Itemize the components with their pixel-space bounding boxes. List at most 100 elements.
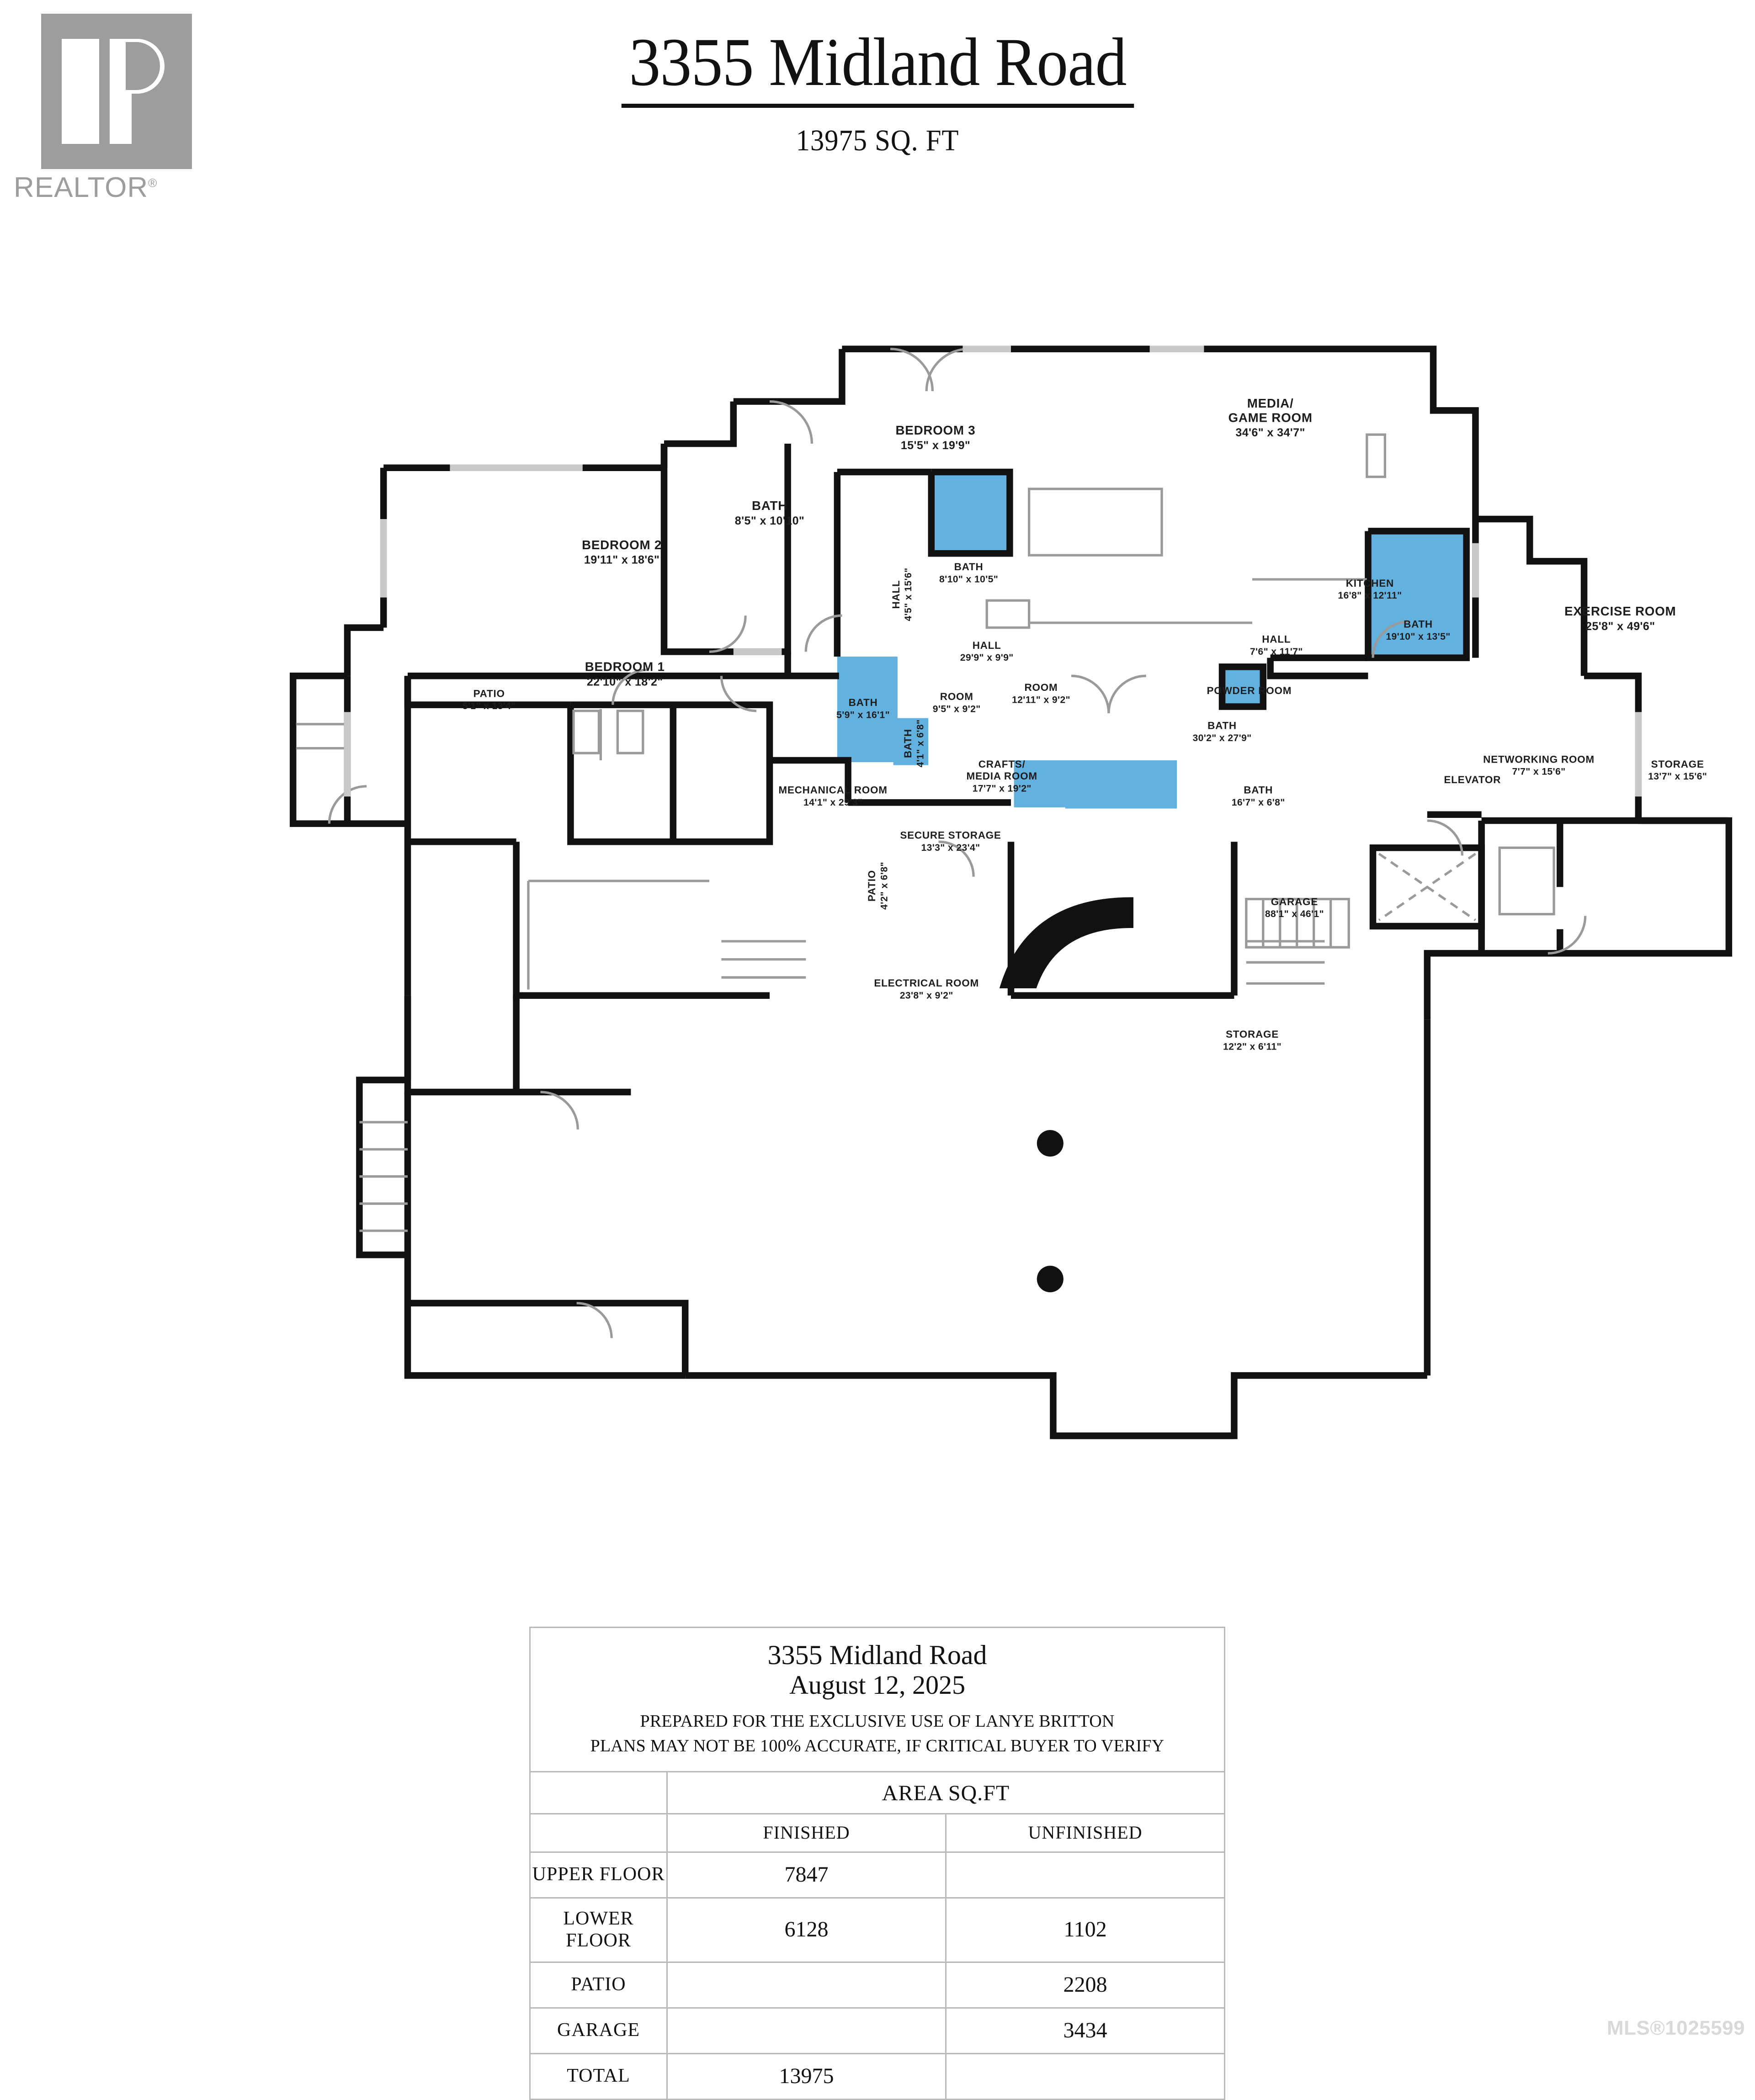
row-unfinished-total [945, 2052, 1225, 2100]
room-dimensions: 14'1" x 29'3" [803, 797, 862, 808]
door-swings [328, 348, 1587, 1338]
wet-room-fills [837, 472, 1467, 809]
room-name: STORAGE [1226, 1029, 1279, 1040]
room-name: CRAFTS/ [979, 758, 1026, 770]
registered-trademark-icon: ® [148, 176, 158, 190]
row-finished-garage [666, 2007, 947, 2054]
room-name: BATH [954, 561, 984, 573]
garage-columns [1037, 1130, 1064, 1293]
room-label-bedroom-2: BEDROOM 219'11" x 18'6" [582, 538, 661, 567]
row-unfinished-lower-floor: 1102 [945, 1897, 1225, 1963]
staircase [1245, 897, 1350, 949]
room-name: KITCHEN [1346, 578, 1394, 589]
table-row: TOTAL 13975 [529, 2052, 1225, 2100]
table-row-area-header: AREA SQ.FT [529, 1771, 1225, 1814]
room-dimensions: 5'9" x 16'1" [836, 710, 890, 721]
room-dimensions: 34'6" x 34'7" [1235, 426, 1305, 439]
room-label-media-game-room: MEDIA/GAME ROOM 34'6" x 34'7" [1228, 396, 1312, 439]
realtor-logo: REALTOR® [14, 14, 197, 224]
room-name: EXERCISE ROOM [1564, 604, 1676, 618]
room-name: BATH [849, 697, 878, 708]
room-dimensions: 22'10" x 18'2" [587, 675, 663, 688]
room-dimensions: 4'2" x 6'8" [879, 862, 889, 910]
row-label-garage: GARAGE [529, 2007, 668, 2054]
row-unfinished-patio: 2208 [945, 1961, 1225, 2009]
wall-lines [289, 345, 1733, 1439]
room-dimensions: 17'7" x 19'2" [973, 784, 1032, 794]
realtor-wordmark-text: REALTOR [14, 172, 149, 203]
room-label-exercise-room: EXERCISE ROOM 25'8" x 49'6" [1564, 604, 1676, 633]
column-header-finished: FINISHED [666, 1813, 947, 1853]
room-name: PATIO [473, 688, 505, 699]
room-name: HALL [1262, 634, 1291, 645]
room-dimensions: 13'7" x 15'6" [1648, 771, 1707, 782]
room-name: MEDIA/ [1247, 396, 1294, 410]
room-dimensions: 5'1" x 13'4" [463, 701, 516, 711]
summary-table: 3355 Midland Road August 12, 2025 PREPAR… [529, 1627, 1225, 2100]
table-row-header: 3355 Midland Road August 12, 2025 PREPAR… [529, 1627, 1225, 1772]
room-label-powder-room: POWDER ROOM [1207, 685, 1292, 696]
row-label-total: TOTAL [529, 2052, 668, 2100]
room-name: MECHANICAL ROOM [778, 785, 887, 796]
room-dimensions: 16'7" x 6'8" [1232, 797, 1285, 808]
table-note-2: PLANS MAY NOT BE 100% ACCURATE, IF CRITI… [590, 1736, 1165, 1755]
room-label-bedroom-1: BEDROOM 122'10" x 18'2" [585, 660, 665, 689]
room-name: PATIO [866, 870, 878, 902]
row-finished-total: 13975 [666, 2052, 947, 2100]
room-name: ELEVATOR [1444, 774, 1501, 785]
room-label-elevator: ELEVATOR [1444, 774, 1501, 785]
realtor-wordmark: REALTOR® [14, 171, 197, 204]
room-name: GARAGE [1271, 896, 1318, 907]
room-dimensions: 7'7" x 15'6" [1512, 767, 1566, 777]
row-unfinished-upper-floor [945, 1851, 1225, 1898]
room-name: BEDROOM 3 [896, 423, 976, 437]
room-name: BATH [1207, 720, 1237, 731]
table-row-columns: FINISHED UNFINISHED [529, 1813, 1225, 1853]
room-name: BEDROOM 1 [585, 660, 665, 674]
page-header: REALTOR® 3355 Midland Road 13975 SQ. FT [0, 0, 1755, 247]
room-dimensions: 15'5" x 19'9" [901, 439, 970, 452]
room-name: MEDIA ROOM [966, 770, 1037, 782]
room-name: BATH [902, 729, 914, 758]
room-name: BATH [1244, 785, 1273, 796]
table-address: 3355 Midland Road [767, 1640, 987, 1670]
room-dimensions: 12'2" x 6'11" [1223, 1042, 1282, 1052]
row-finished-upper-floor: 7847 [666, 1851, 947, 1898]
room-name: NETWORKING ROOM [1483, 753, 1595, 765]
room-dimensions: 8'10" x 10'5" [939, 574, 998, 585]
room-dimensions: 25'8" x 49'6" [1585, 620, 1655, 633]
room-dimensions: 16'8" x 12'11" [1338, 590, 1402, 601]
fixture-lines [296, 433, 1555, 1232]
room-dimensions: 4'1" x 6'8" [915, 720, 926, 768]
room-dimensions: 88'1" x 46'1" [1265, 909, 1324, 919]
room-name: ROOM [1025, 682, 1058, 693]
room-name: ROOM [940, 691, 973, 702]
room-dimensions: 7'6" x 11'7" [1250, 647, 1303, 657]
row-label-patio: PATIO [529, 1961, 668, 2009]
table-row: UPPER FLOOR 7847 [529, 1851, 1225, 1898]
room-name: GAME ROOM [1228, 410, 1312, 424]
row-finished-lower-floor: 6128 [666, 1897, 947, 1963]
title-block: 3355 Midland Road 13975 SQ. FT [0, 27, 1755, 158]
room-name: HALL [890, 580, 902, 609]
row-label-lower-floor: LOWER FLOOR [529, 1897, 668, 1963]
curved-wall [999, 897, 1133, 988]
table-header-cell: 3355 Midland Road August 12, 2025 PREPAR… [529, 1627, 1225, 1772]
area-header-cell: AREA SQ.FT [666, 1771, 1225, 1814]
room-label-hall-kitchen: HALL 7'6" x 11'7" [1250, 634, 1303, 657]
room-label-crafts-media: CRAFTS/MEDIA ROOM 17'7" x 19'2" [966, 758, 1037, 794]
realtor-r-icon [41, 14, 192, 169]
mls-stamp: MLS®1025599 [1606, 2017, 1745, 2039]
room-dimensions: 13'3" x 23'4" [921, 843, 980, 853]
row-label-upper-floor: UPPER FLOOR [529, 1851, 668, 1898]
